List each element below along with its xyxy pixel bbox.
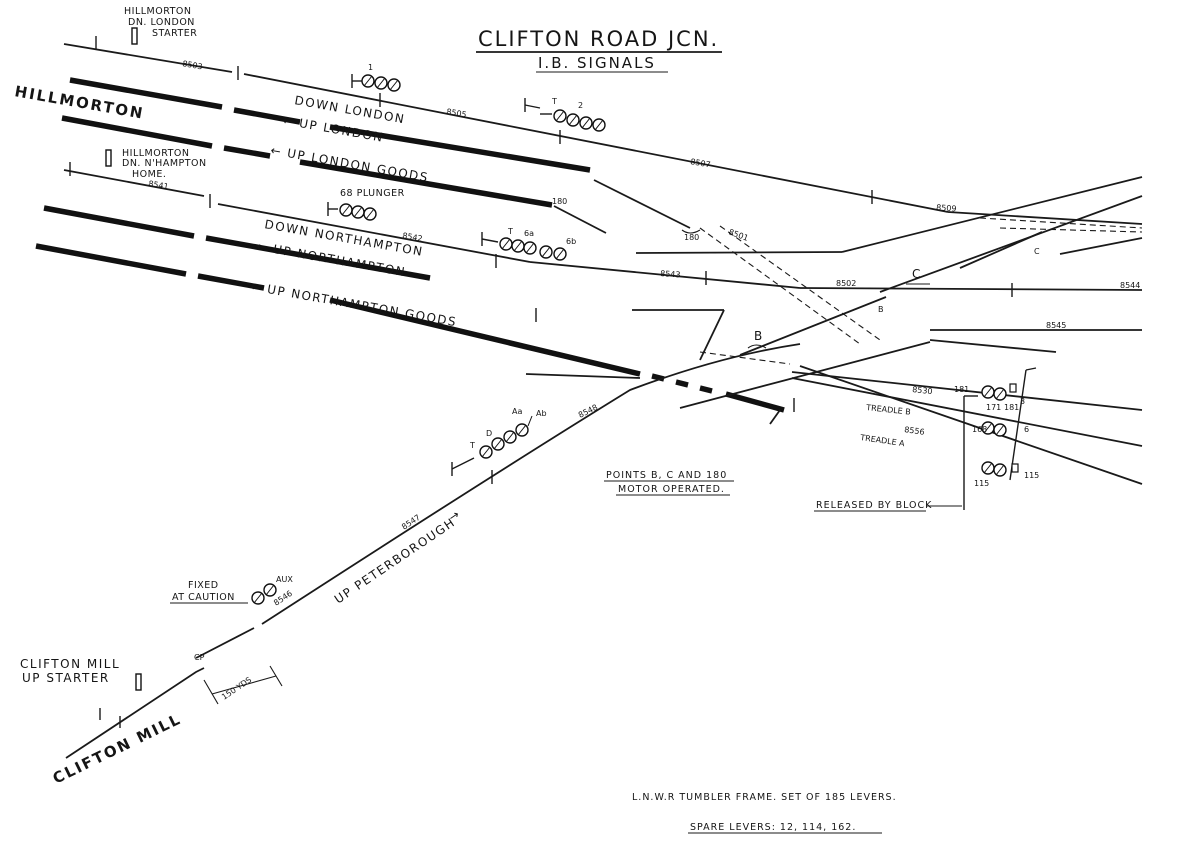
label-line: DN. N'HAMPTON (122, 158, 207, 169)
track-up-northampton (43, 205, 431, 281)
label-line: HOME. (132, 169, 166, 180)
distance-marker: 150 YDS (203, 665, 283, 705)
signal-d-number: D (486, 429, 492, 438)
signal-d-aa-ab: T D Aa Ab (451, 407, 547, 476)
note-frame: L.N.W.R TUMBLER FRAME. SET OF 185 LEVERS… (632, 792, 897, 803)
buffer-stops (69, 27, 142, 720)
signal-aux-label: AUX (276, 575, 293, 584)
signal-2-number: 2 (578, 101, 583, 110)
tc-8505: 8505 (446, 107, 468, 119)
track-up-peterborough (65, 343, 801, 759)
track-up-london (69, 77, 591, 173)
distance-label: 150 YDS (220, 675, 253, 701)
signal-cluster-right: 181 171 181 3 168 6 115 115 (954, 367, 1039, 510)
signal-6a-number: 6a (524, 229, 534, 238)
points-180-upper: 180 (552, 197, 567, 206)
label-line: DN. LONDON (128, 17, 195, 28)
signal-2: T 2 (524, 97, 606, 132)
label-line: HILLMORTON (124, 6, 192, 17)
label-plunger: 68 PLUNGER (340, 188, 405, 199)
label-hillmorton-dn-nhampton-home: HILLMORTON DN. N'HAMPTON HOME. (122, 148, 207, 180)
signal-d-t: T (469, 441, 475, 450)
tc-8509: 8509 (936, 203, 957, 213)
point-c-right: C (1034, 247, 1040, 256)
point-cp: CP (194, 653, 205, 662)
note-released-by-block: RELEASED BY BLOCK (816, 500, 932, 511)
track-down-northampton (63, 169, 1143, 291)
signal-6b-number: 6b (566, 237, 576, 246)
lever-171: 171 (986, 403, 1001, 412)
track-down-london (63, 43, 1143, 225)
treadle-b: TREADLE B (865, 403, 911, 417)
treadle-a: TREADLE A (859, 433, 906, 448)
signal-6a-t: T (507, 227, 513, 236)
label-line: AT CAUTION (172, 592, 235, 603)
place-clifton-mill: CLIFTON MILL (50, 710, 184, 788)
tc-8501: 8501 (727, 227, 749, 242)
lever-6: 6 (1024, 425, 1029, 434)
point-b-lower: B (754, 329, 764, 343)
lever-3: 3 (1020, 397, 1025, 406)
label-line: UP STARTER (22, 671, 110, 685)
note-line: POINTS B, C AND 180 (606, 470, 727, 481)
track-up-london-goods (61, 115, 553, 208)
tc-8503: 8503 (182, 59, 204, 71)
label-fixed-at-caution: FIXED AT CAUTION (170, 580, 248, 604)
label-line: CLIFTON MILL (20, 657, 120, 671)
diagram-title: CLIFTON ROAD JCN. (478, 27, 719, 51)
label-line: FIXED (188, 580, 219, 591)
signal-6a-6b: T 6a 6b (481, 227, 576, 261)
note-spare-levers: SPARE LEVERS: 12, 114, 162. (690, 822, 856, 833)
note-points-motor: POINTS B, C AND 180 MOTOR OPERATED. (604, 470, 734, 496)
point-b-upper: B (878, 305, 884, 314)
lever-181-b: 181 (1004, 403, 1019, 412)
line-up-peterborough: UP PETERBOROUGH (332, 515, 458, 606)
lever-181-a: 181 (954, 385, 969, 394)
points-180-lower: 180 (684, 233, 699, 242)
tc-8507: 8507 (690, 157, 712, 169)
tc-8542: 8542 (402, 231, 424, 243)
lever-115-a: 115 (974, 479, 989, 488)
label-hillmorton-dn-london-starter: HILLMORTON DN. LONDON STARTER (124, 6, 197, 39)
label-clifton-mill-up-starter: CLIFTON MILL UP STARTER (20, 657, 120, 685)
track-crossovers (699, 217, 1143, 365)
track-up-northampton-goods (35, 243, 785, 413)
note-line: MOTOR OPERATED. (618, 484, 725, 495)
line-up-london-goods: ← UP LONDON GOODS (269, 143, 429, 185)
lever-168: 168 (972, 425, 987, 434)
diagram-subtitle: I.B. SIGNALS (538, 54, 656, 72)
signal-points-180: 180 180 (552, 197, 701, 242)
signal-aa-number: Aa (512, 407, 522, 416)
tc-8543: 8543 (660, 269, 681, 279)
label-line: HILLMORTON (122, 148, 190, 159)
signal-68-plunger (327, 202, 377, 221)
point-c-upper: C (912, 267, 922, 281)
signal-2-t: T (551, 97, 557, 106)
signal-1: 1 (351, 63, 401, 92)
tc-8556: 8556 (904, 425, 925, 437)
track-circuit-joints (119, 66, 1013, 728)
signal-ab-number: Ab (536, 409, 547, 418)
track-junction-right (525, 176, 1143, 485)
tc-8544: 8544 (1120, 281, 1140, 290)
tc-8545: 8545 (1046, 321, 1066, 330)
tc-8502: 8502 (836, 279, 856, 288)
tc-8548: 8548 (577, 403, 599, 420)
signal-1-number: 1 (368, 63, 373, 72)
label-line: STARTER (152, 28, 197, 39)
tc-8541: 8541 (148, 179, 170, 191)
lever-115-b: 115 (1024, 471, 1039, 480)
line-up-northampton-goods: ← UP NORTHAMPTON GOODS (249, 279, 458, 329)
signal-aux-fixed: AUX (251, 575, 293, 605)
tc-8530: 8530 (912, 385, 933, 396)
